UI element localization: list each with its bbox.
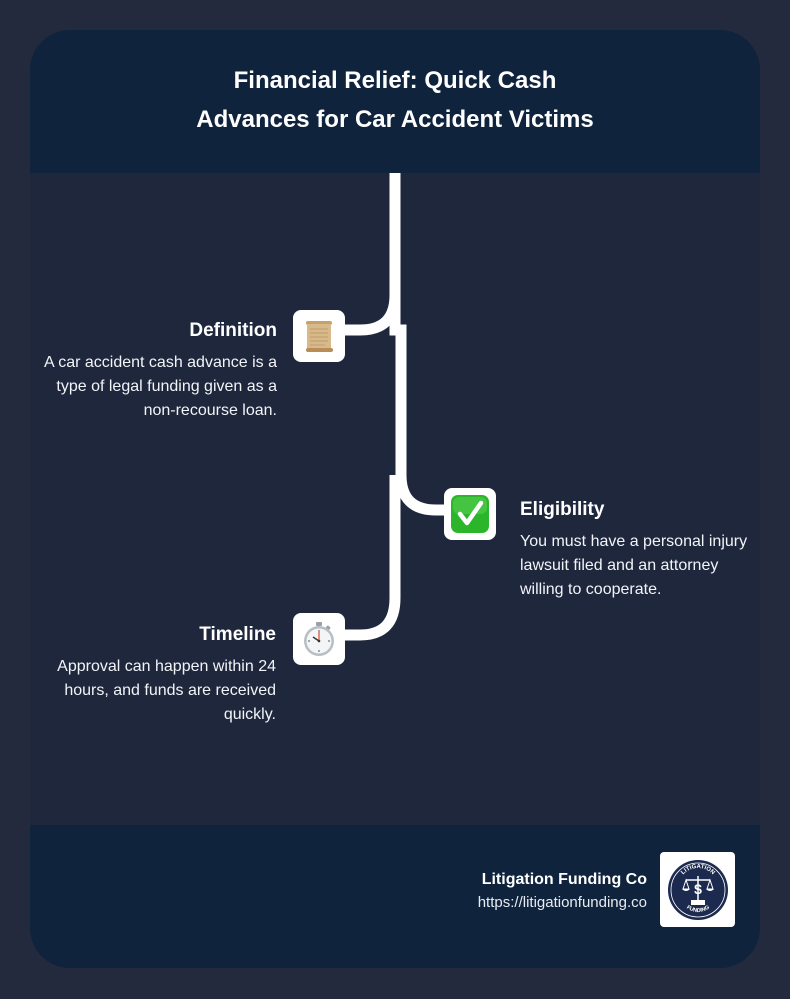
- brand-name: Litigation Funding Co: [481, 871, 647, 888]
- footer: Litigation Funding Co https://litigation…: [30, 825, 760, 968]
- svg-text:FUNDING: FUNDING: [685, 904, 711, 914]
- timeline-item-definition: Definition A car accident cash advance i…: [30, 319, 277, 423]
- infographic-card: Financial Relief: Quick Cash Advances fo…: [30, 30, 760, 968]
- item-title: Definition: [189, 320, 277, 341]
- item-description: Approval can happen within 24 hours, and…: [57, 658, 276, 723]
- brand-url-link[interactable]: https://litigationfunding.co: [477, 894, 647, 911]
- scroll-icon: [306, 321, 333, 352]
- timeline-connector: [330, 173, 460, 641]
- check-mark-icon: [451, 495, 489, 533]
- item-description: A car accident cash advance is a type of…: [43, 354, 277, 419]
- svg-text:$: $: [694, 881, 702, 897]
- brand-block: Litigation Funding Co https://litigation…: [478, 868, 647, 914]
- scales-of-justice-icon: LITIGATION FUNDING $: [667, 859, 728, 920]
- timeline-item-timeline: Timeline Approval can happen within 24 h…: [30, 623, 276, 727]
- item-title: Eligibility: [520, 499, 605, 520]
- header: Financial Relief: Quick Cash Advances fo…: [30, 30, 760, 173]
- eligibility-node: [444, 488, 496, 540]
- timeline-item-eligibility: Eligibility You must have a personal inj…: [520, 498, 760, 602]
- timeline-node: [293, 613, 345, 665]
- page-title: Financial Relief: Quick Cash Advances fo…: [196, 66, 594, 133]
- company-logo: LITIGATION FUNDING $: [660, 852, 735, 927]
- logo-bottom-text: FUNDING: [685, 904, 711, 914]
- item-description: You must have a personal injury lawsuit …: [520, 533, 748, 598]
- item-title: Timeline: [199, 624, 276, 645]
- definition-node: [293, 310, 345, 362]
- stopwatch-icon: [304, 622, 334, 656]
